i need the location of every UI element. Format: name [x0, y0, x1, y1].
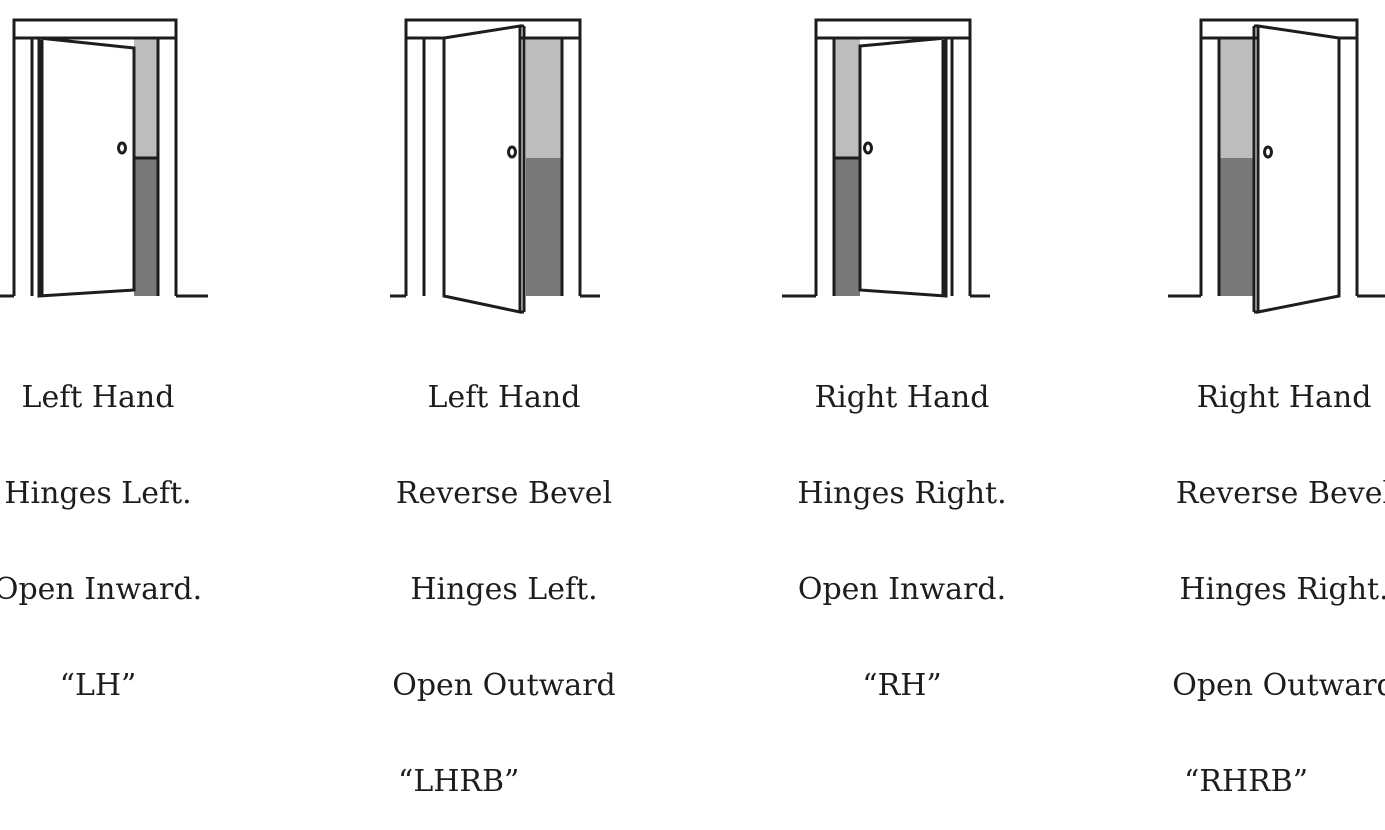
- door-illustration-lhrb: [390, 18, 600, 314]
- caption-lh: Left Hand Hinges Left. Open Inward. “LH”: [0, 318, 248, 734]
- caption-rh-line-1: Right Hand: [814, 380, 990, 415]
- opening-light-lhrb: [526, 38, 562, 158]
- opening-dark-lh: [134, 158, 158, 296]
- door-illustration-rh: [782, 18, 990, 298]
- door-illustration-rhrb: [1168, 18, 1385, 314]
- caption-rh-line-2: Hinges Right.: [797, 476, 1007, 511]
- caption-rhrb-line-1: Right Hand: [1196, 380, 1372, 415]
- caption-lh-line-2: Hinges Left.: [4, 476, 192, 511]
- opening-light-rhrb: [1219, 38, 1253, 158]
- caption-rh-code: “RH”: [862, 668, 942, 703]
- caption-lhrb-line-1: Left Hand: [427, 380, 581, 415]
- caption-rhrb-line-4: Open Outward: [1172, 668, 1385, 703]
- door-handing-diagram: [0, 18, 1385, 314]
- caption-lh-line-1: Left Hand: [21, 380, 175, 415]
- caption-lhrb-code: “LHRB”: [398, 764, 520, 799]
- door-leaf-rh: [858, 36, 948, 298]
- caption-lhrb-line-3: Hinges Left.: [410, 572, 598, 607]
- opening-light-lh: [134, 38, 158, 158]
- opening-light-rh: [834, 38, 860, 158]
- caption-rhrb-line-2: Reverse Bevel: [1175, 476, 1385, 511]
- opening-dark-rhrb: [1219, 158, 1253, 296]
- caption-rhrb-line-3: Hinges Right.: [1179, 572, 1385, 607]
- caption-lh-code: “LH”: [59, 668, 137, 703]
- door-leaf-rhrb: [1256, 24, 1341, 314]
- door-leaf-lhrb: [442, 24, 522, 314]
- knob-rhrb: [1263, 145, 1273, 159]
- caption-lhrb-line-2: Reverse Bevel: [395, 476, 613, 511]
- opening-dark-lhrb: [526, 158, 562, 296]
- knob-lh: [117, 141, 127, 155]
- caption-rhrb: Right Hand Reverse Bevel Hinges Right. O…: [1134, 318, 1385, 830]
- knob-lhrb: [507, 145, 517, 159]
- caption-rh-line-3: Open Inward.: [797, 572, 1007, 607]
- door-illustration-lh: [0, 18, 208, 298]
- caption-rh: Right Hand Hinges Right. Open Inward. “R…: [752, 318, 1052, 734]
- caption-lhrb: Left Hand Reverse Bevel Hinges Left. Ope…: [354, 318, 654, 830]
- caption-lhrb-line-4: Open Outward: [392, 668, 616, 703]
- knob-rh: [863, 141, 873, 155]
- caption-lh-line-3: Open Inward.: [0, 572, 203, 607]
- opening-dark-rh: [834, 158, 860, 296]
- door-leaf-lh: [37, 36, 136, 298]
- caption-rhrb-code: “RHRB”: [1184, 764, 1309, 799]
